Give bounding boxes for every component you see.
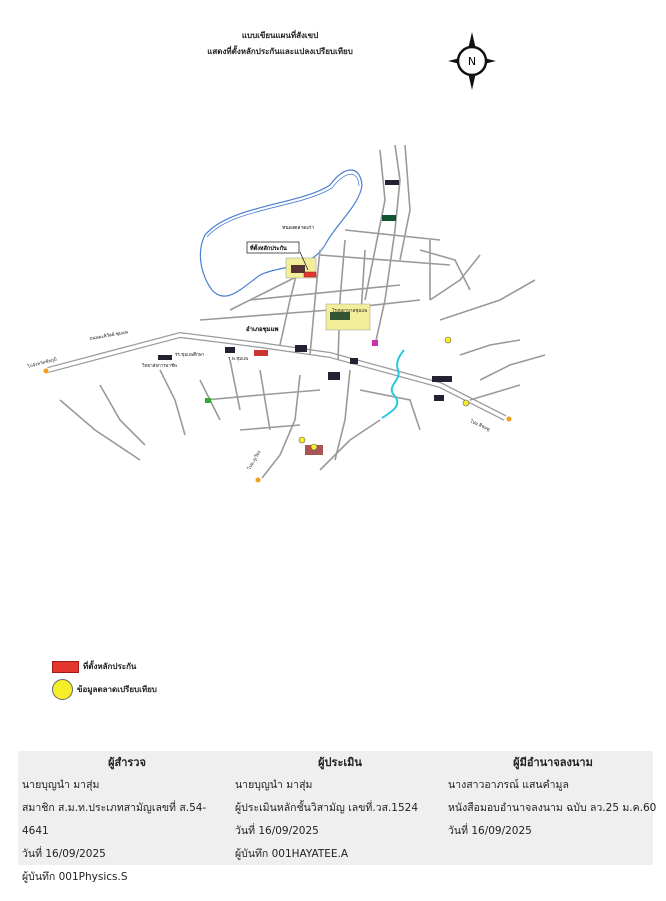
pin-label: ที่ตั้งหลักประกัน — [250, 243, 287, 252]
authorized-signer-heading: ผู้มีอำนาจลงนาม — [513, 756, 593, 769]
svg-text:วิทยาลัยการอาชีพ: วิทยาลัยการอาชีพ — [142, 363, 177, 369]
signature-panel: ผู้สำรวจ นายบุญนำ มาสุ่ม สมาชิก ส.ม.ท.ปร… — [18, 751, 656, 883]
legend-item-subject: ที่ตั้งหลักประกัน — [52, 660, 136, 673]
sketch-map: หนองตลาดเก่า — [26, 144, 546, 483]
comparable-markers — [298, 336, 470, 451]
river — [381, 349, 405, 419]
svg-text:รร.ชุมแพศึกษา: รร.ชุมแพศึกษา — [175, 352, 205, 358]
authorized-signer-column: ผู้มีอำนาจลงนาม นางสาวอาภรณ์ แสนคำมูล หน… — [448, 751, 658, 843]
map-title: แบบเขียนแผนที่สังเขป — [241, 31, 319, 40]
lake-outline — [199, 169, 363, 297]
road-network — [59, 144, 546, 479]
svg-text:ไปอ.ภูเวียง: ไปอ.ภูเวียง — [246, 450, 262, 472]
red-rectangle-icon — [52, 660, 79, 673]
compass-letter: N — [468, 55, 476, 68]
surveyor-heading: ผู้สำรวจ — [108, 756, 146, 769]
district-label: อำเภอชุมแพ — [246, 325, 278, 333]
svg-text:ร.พ.ชุมแพ: ร.พ.ชุมแพ — [228, 356, 248, 362]
legend-item-comparable: ข้อมูลตลาดเปรียบเทียบ — [52, 679, 157, 700]
svg-text:ถนนมะลิวัลย์-ชุมแพ: ถนนมะลิวัลย์-ชุมแพ — [89, 328, 128, 342]
north-arrow-icon: N — [448, 32, 496, 90]
surveyor-column: ผู้สำรวจ นายบุญนำ มาสุ่ม สมาชิก ส.ม.ท.ปร… — [22, 751, 232, 889]
yellow-circle-icon — [52, 679, 73, 700]
appraiser-column: ผู้ประเมิน นายบุญนำ มาสุ่ม ผู้ประเมินหลั… — [235, 751, 445, 866]
map-subtitle: แสดงที่ตั้งหลักประกันและแปลงเปรียบเทียบ — [207, 47, 353, 56]
svg-text:โรงพยาบาลชุมแพ: โรงพยาบาลชุมแพ — [332, 307, 367, 314]
svg-text:ไปอ.สีชมพู: ไปอ.สีชมพู — [468, 418, 490, 433]
svg-text:หนองตลาดเก่า: หนองตลาดเก่า — [282, 225, 314, 231]
subject-marker — [303, 271, 317, 278]
appraiser-heading: ผู้ประเมิน — [318, 756, 362, 769]
